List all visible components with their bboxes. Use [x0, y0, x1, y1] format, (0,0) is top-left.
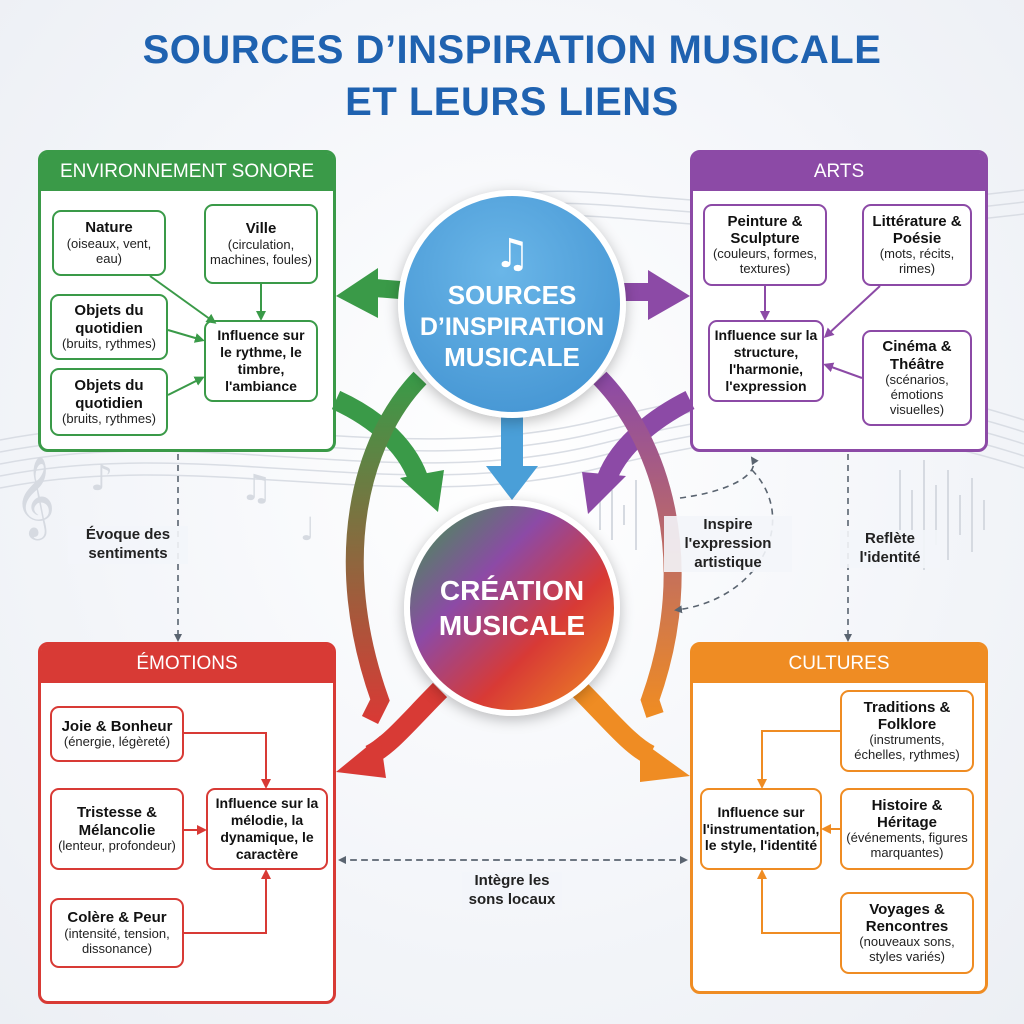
music-note-icon: ♫ — [494, 231, 530, 278]
label-evoque-sentiments: Évoque des sentiments — [68, 526, 188, 564]
box-histoire: Histoire & Héritage (événements, figures… — [840, 788, 974, 870]
box-histoire-sub: (événements, figures marquantes) — [846, 830, 968, 861]
box-litterature: Littérature & Poésie (mots, récits, rime… — [862, 204, 972, 286]
panel-header-cultures: CULTURES — [693, 645, 985, 683]
box-voyages-title: Voyages & Rencontres — [865, 900, 949, 936]
page-title: SOURCES D’INSPIRATION MUSICALE — [142, 28, 882, 72]
box-traditions: Traditions & Folklore (instruments, éche… — [840, 690, 974, 772]
box-influence-cultures: Influence sur l'instrumentation, le styl… — [700, 788, 822, 870]
panel-header-arts: ARTS — [693, 153, 985, 191]
box-objets-1-sub: (bruits, rythmes) — [62, 335, 156, 351]
box-cinema-sub: (scénarios, émotions visuelles) — [885, 371, 949, 417]
box-traditions-sub: (instruments, échelles, rythmes) — [854, 732, 960, 763]
box-influence-emotions: Influence sur la mélodie, la dynamique, … — [206, 788, 328, 870]
panel-header-environnement: ENVIRONNEMENT SONORE — [41, 153, 333, 191]
box-nature-title: Nature — [85, 219, 133, 237]
box-influence-arts: Influence sur la structure, l'harmonie, … — [708, 320, 824, 402]
box-cinema-title: Cinéma & Théâtre — [882, 338, 952, 373]
box-tristesse-sub: (lenteur, profondeur) — [58, 837, 176, 853]
box-tristesse-title: Tristesse & Mélancolie — [76, 804, 158, 839]
box-joie-title: Joie & Bonheur — [61, 717, 173, 735]
center-sources-line3: MUSICALE — [444, 342, 580, 373]
box-histoire-title: Histoire & Héritage — [871, 796, 943, 832]
box-peinture-sub: (couleurs, formes, textures) — [712, 246, 818, 277]
box-colere-sub: (intensité, tension, dissonance) — [64, 925, 170, 956]
box-peinture-title: Peinture & Sculpture — [727, 212, 803, 248]
box-colere: Colère & Peur (intensité, tension, disso… — [50, 898, 184, 968]
label-inspire-expression: Inspire l'expression artistique — [664, 516, 792, 573]
creation-line2: MUSICALE — [438, 610, 586, 641]
box-voyages: Voyages & Rencontres (nouveaux sons, sty… — [840, 892, 974, 974]
creation-musicale-circle: CRÉATION MUSICALE — [404, 500, 620, 716]
center-sources-circle: ♫ SOURCES D’INSPIRATION MUSICALE — [398, 190, 626, 418]
svg-text:𝄞: 𝄞 — [14, 455, 55, 540]
box-voyages-sub: (nouveaux sons, styles variés) — [859, 934, 955, 965]
box-traditions-title: Traditions & Folklore — [863, 698, 951, 734]
box-objets-2-title: Objets du quotidien — [74, 377, 144, 412]
influence-emotions-text: Influence sur la mélodie, la dynamique, … — [215, 795, 319, 862]
box-tristesse: Tristesse & Mélancolie (lenteur, profond… — [50, 788, 184, 870]
box-influence-environnement: Influence sur le rythme, le timbre, l'am… — [204, 320, 318, 402]
box-objets-1: Objets du quotidien (bruits, rythmes) — [50, 294, 168, 360]
label-reflete-identite: Reflète l'identité — [840, 530, 940, 568]
box-nature: Nature (oiseaux, vent, eau) — [52, 210, 166, 276]
box-objets-2-sub: (bruits, rythmes) — [62, 410, 156, 426]
box-objets-2: Objets du quotidien (bruits, rythmes) — [50, 368, 168, 436]
svg-text:♩: ♩ — [300, 510, 315, 548]
box-litterature-sub: (mots, récits, rimes) — [879, 246, 955, 277]
box-joie-sub: (énergie, légèreté) — [63, 734, 171, 750]
box-nature-sub: (oiseaux, vent, eau) — [66, 235, 152, 266]
page-subtitle: ET LEURS LIENS — [345, 80, 679, 124]
center-sources-line2: D’INSPIRATION — [419, 312, 605, 341]
box-ville-title: Ville — [245, 220, 277, 238]
label-integre-sons: Intègre les sons locaux — [462, 872, 562, 910]
influence-cultures-text: Influence sur l'instrumentation, le styl… — [702, 803, 820, 854]
box-litterature-title: Littérature & Poésie — [872, 212, 962, 248]
creation-line1: CRÉATION — [439, 575, 585, 606]
box-objets-1-title: Objets du quotidien — [74, 302, 144, 337]
svg-text:♫: ♫ — [240, 468, 272, 509]
box-colere-title: Colère & Peur — [67, 909, 167, 927]
box-joie: Joie & Bonheur (énergie, légèreté) — [50, 706, 184, 762]
influence-arts-text: Influence sur la structure, l'harmonie, … — [714, 327, 818, 394]
influence-environnement-text: Influence sur le rythme, le timbre, l'am… — [217, 327, 305, 394]
box-ville-sub: (circulation, machines, foules) — [210, 236, 312, 267]
panel-header-emotions: ÉMOTIONS — [41, 645, 333, 683]
box-cinema: Cinéma & Théâtre (scénarios, émotions vi… — [862, 330, 972, 426]
box-ville: Ville (circulation, machines, foules) — [204, 204, 318, 284]
box-peinture: Peinture & Sculpture (couleurs, formes, … — [703, 204, 827, 286]
center-sources-line1: SOURCES — [447, 280, 577, 311]
svg-text:♪: ♪ — [90, 458, 113, 499]
